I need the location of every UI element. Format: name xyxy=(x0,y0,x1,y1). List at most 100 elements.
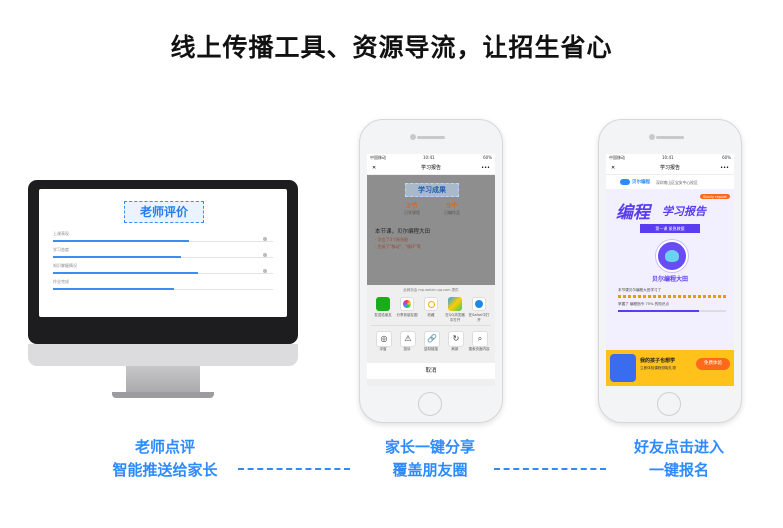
search-icon[interactable]: ⌕ xyxy=(472,331,488,347)
safari-icon[interactable] xyxy=(472,297,486,311)
monitor-stand xyxy=(126,366,200,394)
rating-row: 知识掌握情况 xyxy=(53,263,273,274)
share-label: 在QQ浏览器中打开 xyxy=(445,313,465,322)
caption-friend: 好友点击进入 一键报名 xyxy=(594,436,764,482)
promo-title: 我的孩子也想学 xyxy=(640,358,676,364)
phone-report: 中国移动 10:41 60% ✕ 学习报告 ••• 贝尔编程 深圳南山区宝安中心… xyxy=(598,119,742,423)
promo-banner: 我的孩子也想学 立即体验课程领取礼物 免费体验 xyxy=(606,350,734,386)
brand-bar: 贝尔编程 深圳南山区宝安中心校区 xyxy=(606,175,734,189)
send-friend-icon[interactable] xyxy=(376,297,390,311)
report-icon[interactable]: ⚠ xyxy=(400,331,416,347)
avatar xyxy=(656,240,688,272)
rating-handle[interactable] xyxy=(263,237,267,241)
promo-subtitle: 立即体验课程领取礼物 xyxy=(640,366,676,370)
share-label: 在Safari中打开 xyxy=(468,313,490,322)
caption-line: 好友点击进入 xyxy=(633,438,724,456)
share-label: 刷新 xyxy=(451,347,459,351)
rating-fill xyxy=(53,256,181,258)
battery: 60% xyxy=(483,155,492,160)
speaker-grille xyxy=(417,136,445,139)
carrier: 中国移动 xyxy=(370,155,386,160)
caption-line: 覆盖朋友圈 xyxy=(392,461,468,479)
speaker-grille xyxy=(656,136,684,139)
rating-track xyxy=(53,240,273,242)
share-label: 发送给朋友 xyxy=(374,313,392,317)
home-button[interactable] xyxy=(418,392,442,416)
status-bar: 中国移动 10:41 60% xyxy=(367,154,495,162)
report-line: 本节课贝尔编程大田学习了 xyxy=(618,288,662,292)
result-banner: 学习成果 xyxy=(405,183,459,197)
rating-fill xyxy=(53,288,174,290)
close-icon[interactable]: ✕ xyxy=(611,165,616,171)
rating-label: 上课表现 xyxy=(53,231,69,236)
monitor-screen: 老师评价 上课表现 学习态度 知识掌握情况 作业完成 xyxy=(39,189,287,317)
student-name: 贝尔编程大田 xyxy=(651,276,688,283)
stat-value: 5个 xyxy=(446,202,458,210)
headline: 线上传播工具、资源导流，让招生省心 xyxy=(170,33,613,62)
dashed-connector xyxy=(494,468,606,470)
qq-browser-icon[interactable] xyxy=(448,297,462,311)
rating-label: 作业完成 xyxy=(53,279,69,284)
share-label: 浮窗 xyxy=(379,347,387,351)
home-button[interactable] xyxy=(657,392,681,416)
study-report-tag: Study report xyxy=(700,194,730,199)
rating-label: 学习态度 xyxy=(53,247,69,252)
rating-row: 学习态度 xyxy=(53,247,273,258)
caption-line: 家长一键分享 xyxy=(384,438,475,456)
clock: 10:41 xyxy=(662,155,674,160)
carrier: 中国移动 xyxy=(609,155,625,160)
dashed-connector xyxy=(238,468,350,470)
phone-screen: 中国移动 10:41 60% ✕ 学习报告 ••• 学习成果 2节 已学课程 5… xyxy=(367,154,495,386)
nav-bar: ✕ 学习报告 ••• xyxy=(367,162,495,175)
cancel-button[interactable]: 取消 xyxy=(367,363,495,379)
report-line: 掌握了 编程指令 75% 的知识点 xyxy=(618,302,669,306)
more-icon[interactable]: ••• xyxy=(481,165,490,171)
divider xyxy=(371,325,491,326)
battery: 60% xyxy=(722,155,731,160)
report-title-b: 学习报告 xyxy=(662,205,706,218)
caption-line: 一键报名 xyxy=(648,461,709,479)
close-icon[interactable]: ✕ xyxy=(372,165,377,171)
copy-link-icon[interactable]: 🔗 xyxy=(424,331,440,347)
share-sheet: 此网页由 mp.weixin.qq.com 提供 发送给朋友 分享到朋友圈 收藏… xyxy=(367,285,495,386)
share-source: 此网页由 mp.weixin.qq.com 提供 xyxy=(403,288,459,292)
rating-handle[interactable] xyxy=(263,253,267,257)
progress-dots xyxy=(618,295,726,299)
report-title-a: 编程 xyxy=(616,203,650,223)
monitor-foot xyxy=(112,392,214,398)
rating-track xyxy=(53,288,273,290)
teacher-review-title: 老师评价 xyxy=(139,205,188,219)
caption-line: 智能推送给家长 xyxy=(112,461,218,479)
favorite-icon[interactable] xyxy=(424,297,438,311)
rating-track xyxy=(53,272,273,274)
more-icon[interactable]: ••• xyxy=(720,165,729,171)
caption-teacher: 老师点评 智能推送给家长 xyxy=(80,436,250,482)
campus-name: 深圳南山区宝安中心校区 xyxy=(656,179,698,185)
camera-icon xyxy=(410,134,416,140)
free-trial-button[interactable]: 免费体验 xyxy=(696,358,730,370)
lesson-subtitle: 第一课 紧急救援 xyxy=(640,224,700,233)
camera-icon xyxy=(649,134,655,140)
rating-label: 知识掌握情况 xyxy=(53,263,77,268)
share-label: 收藏 xyxy=(427,313,435,317)
clock: 10:41 xyxy=(423,155,435,160)
rating-row: 作业完成 xyxy=(53,279,273,290)
desktop-monitor: 老师评价 上课表现 学习态度 知识掌握情况 作业完成 xyxy=(28,180,298,344)
rating-handle[interactable] xyxy=(263,269,267,273)
caption-line: 老师点评 xyxy=(134,438,195,456)
moments-icon[interactable] xyxy=(400,297,414,311)
rating-fill xyxy=(53,240,190,242)
report-dimmed: 学习成果 2节 已学课程 5个 已编作品 本节课，贝尔编程大田 · 学会了3个新… xyxy=(367,175,495,285)
refresh-icon[interactable]: ↻ xyxy=(448,331,464,347)
nav-title: 学习报告 xyxy=(420,165,441,171)
mascot-icon xyxy=(610,354,636,382)
rating-track xyxy=(53,256,273,258)
brand-logo-icon xyxy=(620,179,630,185)
monitor-chin xyxy=(28,344,298,366)
brand-name: 贝尔编程 xyxy=(632,180,650,185)
status-bar: 中国移动 10:41 60% xyxy=(606,154,734,162)
rating-fill xyxy=(53,272,199,274)
float-window-icon[interactable]: ◎ xyxy=(376,331,392,347)
teacher-review-title-box: 老师评价 xyxy=(124,201,204,223)
progress-track xyxy=(618,310,726,312)
